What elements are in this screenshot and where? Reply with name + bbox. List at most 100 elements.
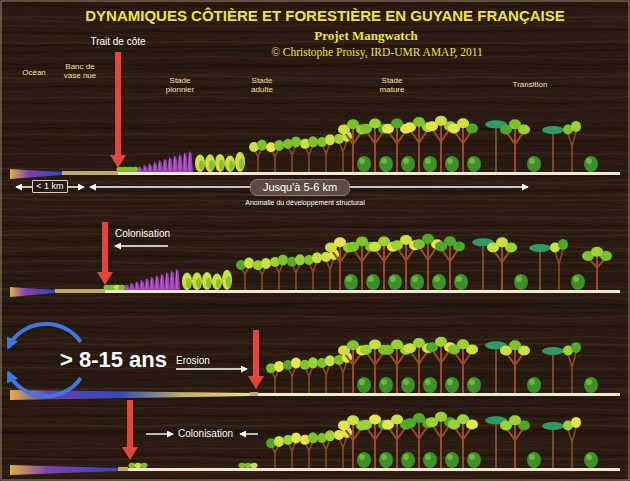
understory-tree	[514, 274, 528, 290]
tree-crown	[244, 258, 254, 269]
box-text: < 1 km	[36, 181, 63, 192]
understory-tree	[467, 156, 481, 172]
pioneer-shrub	[124, 284, 130, 290]
direction-arrow	[146, 433, 173, 434]
wood-grain	[0, 280, 630, 283]
wood-grain	[0, 320, 630, 323]
understory-tree-light	[368, 276, 374, 282]
project-name: Projet Mangwatch	[314, 29, 417, 44]
tree-crown	[325, 134, 335, 145]
mud-bank	[250, 392, 258, 396]
wood-grain	[0, 312, 630, 314]
pioneer-shrub	[134, 281, 140, 290]
tree-crown	[422, 234, 434, 244]
understory-tree	[401, 452, 415, 468]
coast-profile	[10, 234, 620, 297]
tree-crown	[413, 413, 425, 423]
understory-tree-light	[381, 158, 387, 164]
tree-crown	[274, 436, 284, 447]
young-tree	[215, 154, 225, 172]
coastline-arrow	[110, 52, 126, 168]
tree-crown	[400, 235, 412, 245]
duration-label: > 8-15 ans	[60, 347, 167, 372]
pioneer-shrub-light	[171, 273, 173, 289]
wood-grain	[0, 404, 630, 407]
understory-tree	[379, 156, 393, 172]
pioneer-shrub-light	[159, 163, 161, 171]
understory-tree	[401, 156, 415, 172]
seedling	[141, 463, 148, 469]
understory-tree	[423, 156, 437, 172]
understory-tree-light	[469, 379, 475, 385]
tree-crown	[325, 430, 335, 441]
distance-box: Jusqu'à 5-6 km	[250, 179, 350, 196]
tree-crown	[356, 237, 368, 247]
understory-tree	[467, 452, 481, 468]
tree-crown	[274, 140, 284, 151]
tree-trunk	[309, 261, 317, 290]
pioneer-shrub-light	[136, 284, 138, 289]
tree-crown	[571, 342, 581, 353]
tree-crown	[444, 236, 456, 246]
understory-tree-light	[403, 454, 409, 460]
tree-crown	[291, 357, 301, 368]
wood-grain	[0, 229, 630, 232]
process-label: Erosion	[176, 355, 210, 367]
young-tree-shade	[226, 276, 231, 288]
pioneer-shrub-light	[149, 166, 151, 171]
understory-tree-light	[381, 379, 387, 385]
tree-trunk	[568, 132, 576, 172]
tree-trunk	[339, 141, 347, 172]
tree-crown	[308, 432, 318, 443]
understory-tree-light	[447, 454, 453, 460]
pioneer-shrub	[144, 278, 150, 290]
pioneer-shrub-light	[189, 154, 191, 171]
understory-tree	[357, 156, 371, 172]
tree-crown	[413, 117, 425, 127]
understory-tree-light	[447, 158, 453, 164]
pioneer-shrub-light	[154, 164, 156, 171]
stage-label: Stade mature	[372, 76, 412, 94]
coast-profile	[10, 116, 620, 179]
pioneer-shrub	[169, 270, 175, 290]
tree-trunk	[288, 441, 296, 468]
pioneer-shrub	[152, 161, 158, 172]
wood-grain	[0, 96, 630, 99]
cycle-arrow	[8, 372, 80, 396]
pioneer-shrub-light	[126, 287, 128, 289]
tree-trunk	[552, 426, 554, 468]
process-label: Colonisation	[115, 228, 170, 240]
understory-tree	[344, 274, 358, 290]
tree-crown	[274, 361, 284, 372]
wood-grain	[0, 209, 630, 212]
understory-tree	[388, 274, 402, 290]
wood-grain	[0, 153, 630, 155]
understory-tree	[584, 452, 598, 468]
seedling	[239, 463, 246, 469]
copyright: © Christophe Proisy, IRD-UMR AMAP, 2011	[271, 46, 483, 59]
coastline-label: Trait de côte	[90, 36, 145, 48]
young-tree-shade	[206, 278, 211, 288]
pioneer-shrub-light	[161, 276, 163, 289]
young-tree	[192, 272, 202, 290]
wood-grain	[0, 316, 630, 319]
seedling	[129, 463, 136, 469]
pioneer-shrub	[174, 269, 180, 290]
understory-tree-light	[447, 379, 453, 385]
tree-crown	[457, 118, 469, 128]
pioneer-shrub	[167, 157, 173, 172]
understory-tree-light	[425, 158, 431, 164]
stage-label: Transition	[513, 80, 548, 89]
understory-tree-light	[469, 454, 475, 460]
box-text: Jusqu'à 5-6 km	[263, 181, 337, 194]
tree-trunk	[495, 124, 497, 172]
umbrella-crown	[542, 347, 564, 355]
wood-grain	[0, 239, 630, 242]
ocean-wedge	[10, 465, 118, 475]
wood-grain	[0, 149, 630, 152]
stage-label: Stade pionnier	[159, 76, 201, 94]
wood-grain	[0, 133, 630, 136]
wood-grain	[0, 234, 630, 237]
tree-crown	[278, 254, 288, 265]
understory-tree-light	[469, 158, 475, 164]
